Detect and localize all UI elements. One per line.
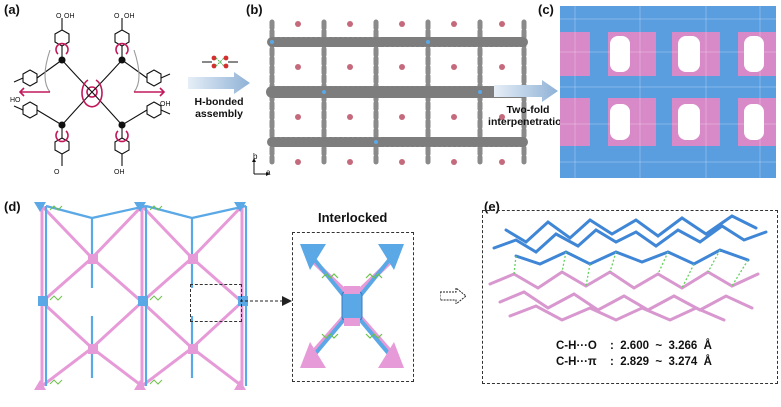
ch-o-label: C-H···O: [556, 340, 597, 352]
carboxyl-label: O: [56, 13, 62, 20]
carboxyl-label: OH: [124, 13, 135, 20]
interlocked-title: Interlocked: [318, 210, 388, 225]
hbond-dimer-icon: [202, 55, 238, 69]
interaction-structure: [488, 214, 768, 322]
assembly-arrow: [188, 72, 250, 94]
hollow-arrow-icon: [440, 288, 466, 304]
dashed-arrow: [240, 296, 292, 306]
space-filling-model: [560, 6, 776, 178]
selection-box: [190, 284, 242, 322]
ch-pi-label: C-H···π: [556, 356, 597, 368]
panel-label-b: (b): [246, 2, 263, 17]
interpenetration-label: Two-fold interpenetration: [488, 104, 568, 128]
axis-b-label: b: [253, 152, 258, 161]
interlocked-box: [292, 232, 414, 382]
carboxyl-label: OH: [114, 169, 125, 175]
interlocked-detail: [300, 244, 404, 368]
panel-label-d: (d): [4, 199, 21, 214]
ch-o-range: : 2.600 ~ 3.266 Å: [610, 340, 712, 352]
panel-label-a: (a): [4, 2, 20, 17]
interpenetration-arrow: [494, 80, 558, 102]
carboxyl-label: O: [114, 13, 120, 20]
carboxyl-label: OH: [64, 13, 75, 20]
interaction-box: [482, 210, 778, 384]
crystal-packing-image: [262, 12, 530, 174]
axis-indicator: [252, 158, 270, 176]
assembly-label: H-bonded assembly: [194, 96, 244, 120]
network-topology: [34, 202, 248, 390]
ch-pi-range: : 2.829 ~ 3.274 Å: [610, 356, 712, 368]
carboxyl-label: HO: [10, 97, 21, 104]
axis-a-label: a: [266, 168, 271, 177]
panel-label-c: (c): [538, 2, 554, 17]
carboxyl-label: O: [54, 169, 60, 175]
molecular-structure-diagram: O OH O OH HO OH O OH: [10, 13, 171, 175]
carboxyl-label: OH: [160, 101, 171, 108]
